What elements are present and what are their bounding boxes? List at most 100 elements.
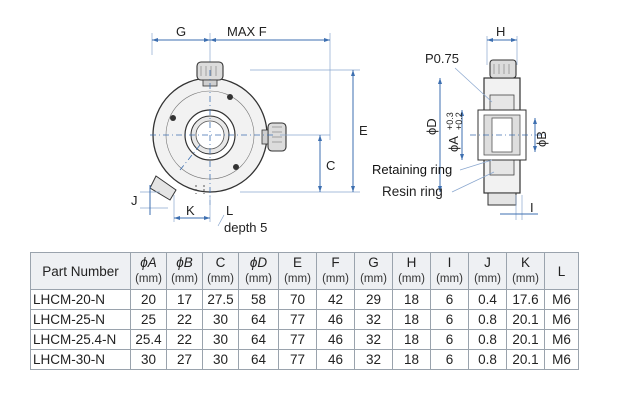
column-header-6: F(mm) — [316, 252, 355, 290]
table-cell: 32 — [354, 349, 393, 370]
column-header-3: C (mm) — [202, 252, 239, 290]
table-cell: 0.4 — [468, 289, 507, 310]
callout-retaining-ring: Retaining ring — [372, 162, 452, 177]
column-header-unit: (mm) — [207, 273, 234, 285]
column-header-0: Part Number — [30, 252, 131, 290]
column-header-unit: (mm) — [171, 273, 198, 285]
table-cell: 17 — [166, 289, 203, 310]
column-header-label: C — [215, 255, 226, 270]
table-cell: 32 — [354, 329, 393, 350]
table-cell: 18 — [392, 309, 431, 330]
dim-F-label: MAX F — [227, 24, 267, 39]
column-header-7: G (mm) — [354, 252, 393, 290]
column-header-label: ϕD — [249, 255, 268, 270]
table-cell: 64 — [238, 329, 279, 350]
dim-L-label: L — [226, 203, 233, 218]
table-cell: 64 — [238, 309, 279, 330]
table-cell: 30 — [202, 329, 239, 350]
table-cell: 0.8 — [468, 349, 507, 370]
column-header-5: E (mm) — [278, 252, 317, 290]
column-header-label: ϕA — [140, 255, 157, 270]
column-header-10: J (mm) — [468, 252, 507, 290]
column-header-unit: (mm) — [512, 273, 539, 285]
table-cell: 30 — [202, 349, 239, 370]
column-header-8: H (mm) — [392, 252, 431, 290]
table-cell: 30 — [130, 349, 167, 370]
table-cell: 77 — [278, 309, 317, 330]
dim-J-label: J — [131, 193, 138, 208]
table-cell: 18 — [392, 289, 431, 310]
dim-A-tol-upper: +0.3 — [445, 112, 455, 130]
table-cell: 70 — [278, 289, 317, 310]
column-header-label: H — [406, 255, 417, 270]
column-header-label: ϕB — [176, 255, 193, 270]
table-cell: 64 — [238, 349, 279, 370]
table-cell: M6 — [544, 289, 579, 310]
dim-D-label: ϕD — [424, 118, 439, 135]
dim-C-label: C — [326, 158, 335, 173]
mount-hole-right — [233, 164, 239, 170]
column-header-label: J — [484, 255, 491, 270]
spec-table-header: Part Number ϕA (mm) ϕB (mm) C (mm) ϕD (mm) E (mm) F… — [30, 252, 579, 290]
column-header-unit: (mm) — [245, 273, 272, 285]
dim-A-label: ϕA — [446, 136, 461, 152]
column-header-label: L — [557, 263, 566, 279]
part-number-cell: LHCM-25.4-N — [30, 329, 131, 350]
table-cell: 29 — [354, 289, 393, 310]
technical-drawing: G MAX F — [131, 24, 549, 235]
table-cell: 77 — [278, 329, 317, 350]
dim-B-label: ϕB — [534, 131, 549, 147]
dim-A-tol-lower: +0.2 — [454, 112, 464, 130]
table-cell: 58 — [238, 289, 279, 310]
column-header-unit: (mm) — [360, 273, 387, 285]
callout-resin-ring: Resin ring — [382, 184, 443, 199]
column-header-label: F — [331, 255, 340, 270]
spec-table: Part Number ϕA (mm) ϕB (mm) C (mm) ϕD (mm) E (mm) F… — [30, 252, 579, 370]
column-header-label: G — [368, 255, 379, 270]
column-header-label: K — [520, 255, 530, 270]
mount-hole-top — [227, 94, 233, 100]
table-cell: M6 — [544, 309, 579, 330]
column-header-unit: (mm) — [436, 273, 463, 285]
column-header-12: L — [544, 252, 579, 290]
side-view: H P0.75 ϕD ϕA +0.3 +0.2 — [372, 24, 549, 220]
dim-I-label: I — [530, 200, 534, 215]
table-cell: 20.1 — [506, 329, 545, 350]
table-cell: 20.1 — [506, 309, 545, 330]
table-cell: 22 — [166, 309, 203, 330]
table-cell: 42 — [316, 289, 355, 310]
column-header-label: E — [292, 255, 302, 270]
part-number-cell: LHCM-20-N — [30, 289, 131, 310]
table-cell: 27.5 — [202, 289, 239, 310]
table-cell: 25 — [130, 309, 167, 330]
dim-K-label: K — [186, 203, 195, 218]
column-header-4: ϕD (mm) — [238, 252, 279, 290]
depth-note: depth 5 — [224, 220, 267, 235]
column-header-unit: (mm) — [474, 273, 501, 285]
column-header-label: Part Number — [42, 263, 119, 279]
table-cell: 25.4 — [130, 329, 167, 350]
column-header-label: I — [447, 255, 452, 270]
table-cell: 77 — [278, 349, 317, 370]
table-cell: 6 — [430, 289, 469, 310]
table-cell: 46 — [316, 349, 355, 370]
column-header-11: K (mm) — [506, 252, 545, 290]
table-cell: 46 — [316, 309, 355, 330]
column-header-unit: (mm) — [284, 273, 311, 285]
table-cell: 6 — [430, 309, 469, 330]
side-top-knob — [489, 59, 517, 79]
table-cell: 22 — [166, 329, 203, 350]
table-cell: 46 — [316, 329, 355, 350]
table-cell: 6 — [430, 329, 469, 350]
column-header-unit: (mm) — [398, 273, 425, 285]
column-header-2: ϕB (mm) — [166, 252, 203, 290]
table-cell: 27 — [166, 349, 203, 370]
table-cell: 0.8 — [468, 329, 507, 350]
dim-P-label: P0.75 — [425, 51, 459, 66]
table-cell: 20 — [130, 289, 167, 310]
